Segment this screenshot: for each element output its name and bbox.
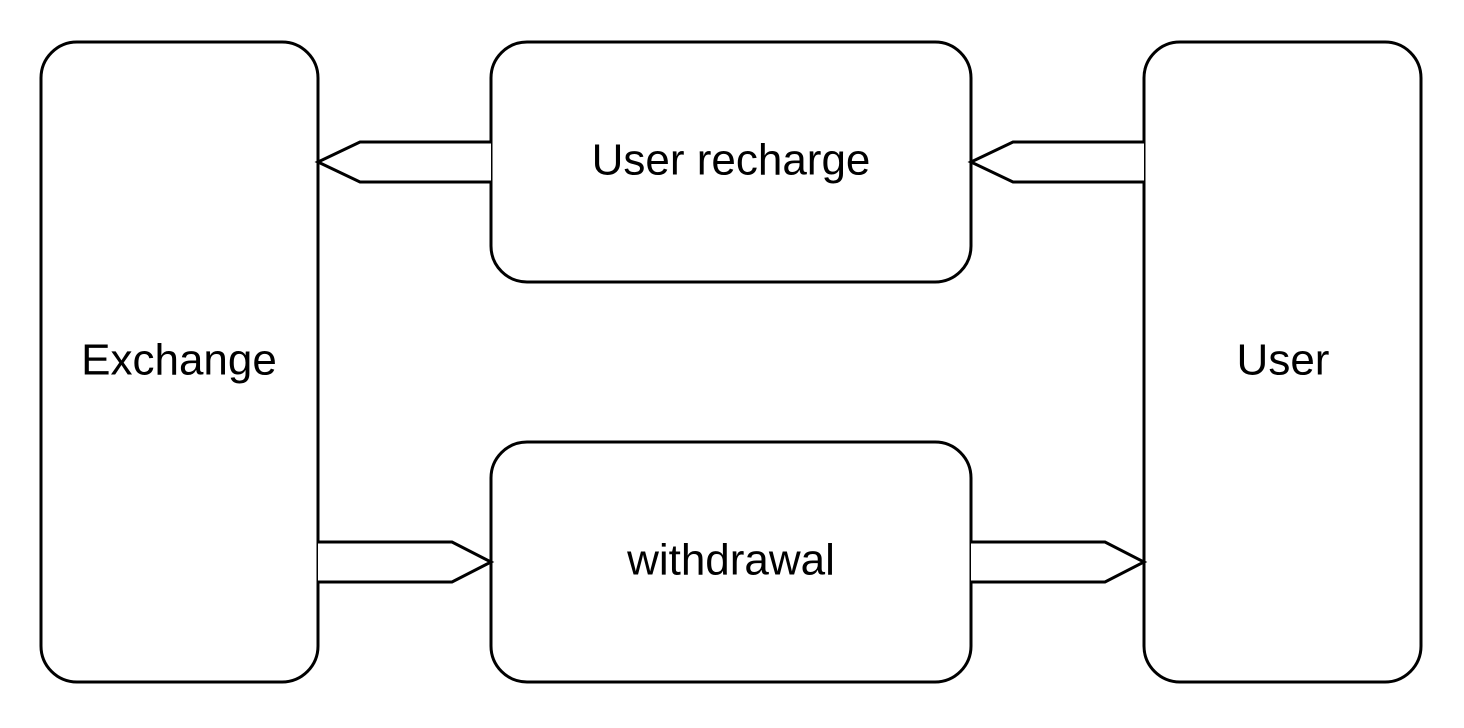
- node-withdrawal[interactable]: withdrawal: [489, 440, 973, 684]
- node-exchange-label: Exchange: [81, 336, 277, 385]
- node-withdrawal-label: withdrawal: [626, 536, 835, 585]
- arrow-user-recharge-to-exchange: [314, 140, 491, 184]
- arrow-user-to-user-recharge: [967, 140, 1144, 184]
- node-user-box: [1142, 40, 1423, 684]
- node-exchange-box: [39, 40, 320, 684]
- node-user-recharge[interactable]: User recharge: [489, 40, 973, 284]
- arrow-exchange-to-withdrawal: [318, 540, 495, 584]
- node-user-recharge-label: User recharge: [592, 136, 871, 185]
- node-user-label: User: [1237, 336, 1330, 385]
- node-exchange[interactable]: Exchange: [39, 40, 320, 684]
- arrow-withdrawal-to-user: [971, 540, 1148, 584]
- node-user[interactable]: User: [1142, 40, 1423, 684]
